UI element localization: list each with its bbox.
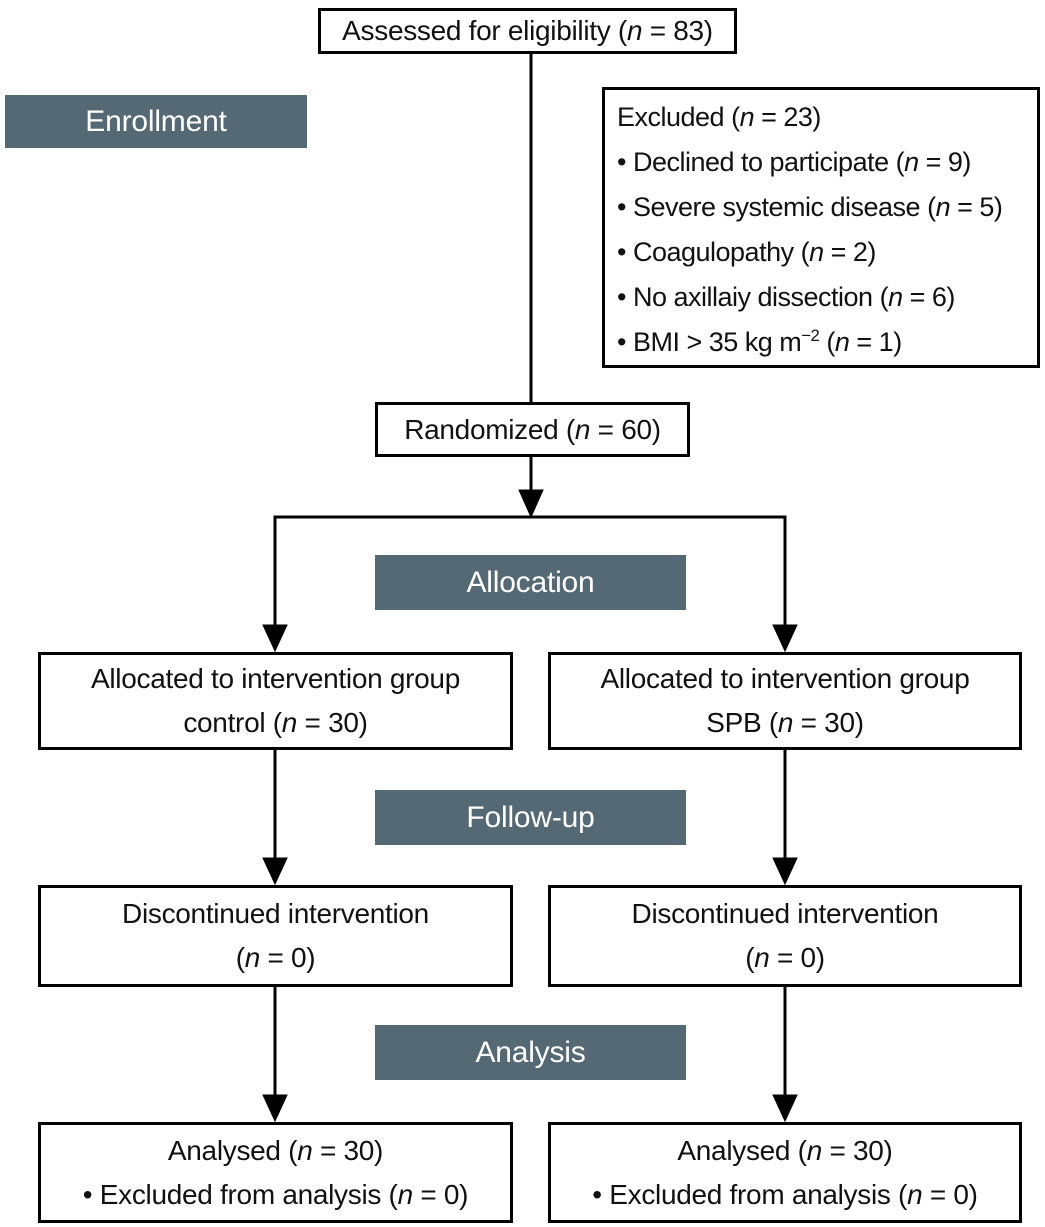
- arrowhead-discontinued-control: [262, 857, 288, 886]
- analysed-spb-box: Analysed (n = 30) • Excluded from analys…: [548, 1122, 1022, 1223]
- allocation-banner: Allocation: [375, 555, 686, 610]
- discontinued-spb-box: Discontinued intervention (n = 0): [548, 885, 1022, 987]
- excluded-item: • Severe systemic disease (n = 5): [617, 192, 1003, 222]
- enrollment-banner: Enrollment: [5, 95, 307, 148]
- excluded-title: Excluded (n = 23): [617, 102, 821, 132]
- excluded-item: • BMI > 35 kg m−2 (n = 1): [617, 326, 902, 357]
- assessed-text: Assessed for eligibility (n = 83): [342, 15, 713, 46]
- enrollment-banner-label: Enrollment: [85, 104, 227, 138]
- allocated-spb-box: Allocated to intervention group SPB (n =…: [548, 652, 1022, 750]
- excluded-item: • No axillaiy dissection (n = 6): [617, 282, 955, 312]
- excluded-item: • Coagulopathy (n = 2): [617, 237, 876, 267]
- randomized-text: Randomized (n = 60): [404, 413, 661, 445]
- discontinued-control-line1: Discontinued intervention: [122, 898, 429, 929]
- randomized-box: Randomized (n = 60): [375, 402, 690, 457]
- analysed-control-line1: Analysed (n = 30): [167, 1134, 384, 1166]
- allocation-banner-label: Allocation: [466, 565, 595, 599]
- arrowhead-discontinued-spb: [772, 857, 798, 886]
- analysed-spb-line2: • Excluded from analysis (n = 0): [592, 1178, 978, 1210]
- arrowhead-analysed-control: [262, 1094, 288, 1123]
- arrowhead-allocated-control: [262, 624, 288, 653]
- discontinued-spb-line1: Discontinued intervention: [631, 898, 939, 929]
- allocated-control-box: Allocated to intervention group control …: [38, 652, 513, 750]
- followup-banner: Follow-up: [375, 790, 686, 845]
- discontinued-control-box: Discontinued intervention (n = 0): [38, 885, 513, 987]
- analysed-control-line2: • Excluded from analysis (n = 0): [82, 1178, 469, 1210]
- discontinued-spb-line2: (n = 0): [745, 942, 825, 973]
- allocated-control-line2: control (n = 30): [183, 707, 368, 738]
- arrowhead-allocated-spb: [772, 624, 798, 653]
- assessed-box: Assessed for eligibility (n = 83): [318, 8, 737, 54]
- allocated-control-line1: Allocated to intervention group: [91, 663, 460, 694]
- analysed-control-box: Analysed (n = 30) • Excluded from analys…: [38, 1122, 513, 1223]
- analysis-banner: Analysis: [375, 1025, 686, 1080]
- discontinued-control-line2: (n = 0): [235, 942, 316, 973]
- arrowhead-analysed-spb: [772, 1094, 798, 1123]
- analysed-spb-line1: Analysed (n = 30): [677, 1134, 893, 1166]
- followup-banner-label: Follow-up: [466, 800, 595, 834]
- excluded-box: Excluded (n = 23) • Declined to particip…: [602, 87, 1040, 368]
- arrowhead-branch: [518, 489, 544, 519]
- allocated-spb-line2: SPB (n = 30): [706, 707, 864, 738]
- analysis-banner-label: Analysis: [475, 1035, 586, 1069]
- excluded-item: • Declined to participate (n = 9): [617, 147, 971, 177]
- allocated-spb-line1: Allocated to intervention group: [600, 663, 970, 694]
